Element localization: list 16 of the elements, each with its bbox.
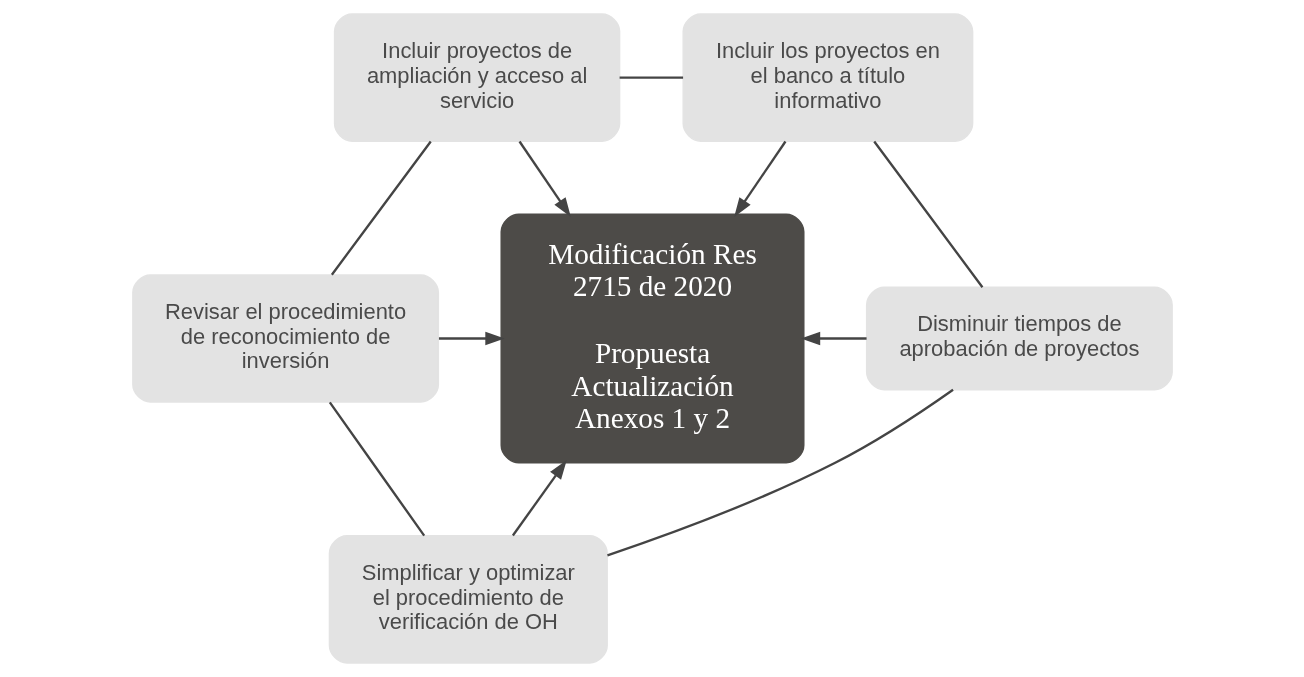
connector (872, 140, 983, 288)
arrow (438, 331, 505, 346)
node-box: Modificación Res 2715 de 2020 Propuesta Actualización Anexos 1 y 2 (499, 213, 804, 464)
arrow (518, 140, 571, 217)
connector (606, 388, 954, 557)
arrow (511, 460, 567, 537)
connector (330, 140, 432, 276)
node-box: Disminuir tiempos de aprobación de proyectos (865, 286, 1173, 391)
node-box: Incluir los proyectos en el banco a título informativo (681, 13, 973, 142)
arrow (800, 331, 867, 346)
node-box: Revisar el procedimiento de reconocimiento de inversión (131, 274, 439, 403)
arrow (733, 140, 786, 217)
node-box: Incluir proyectos de ampliación y acceso al servicio (333, 13, 620, 142)
connector (328, 401, 425, 537)
node-box: Simplificar y optimizar el procedimiento de verificación de OH (328, 535, 608, 664)
connector (619, 76, 683, 79)
